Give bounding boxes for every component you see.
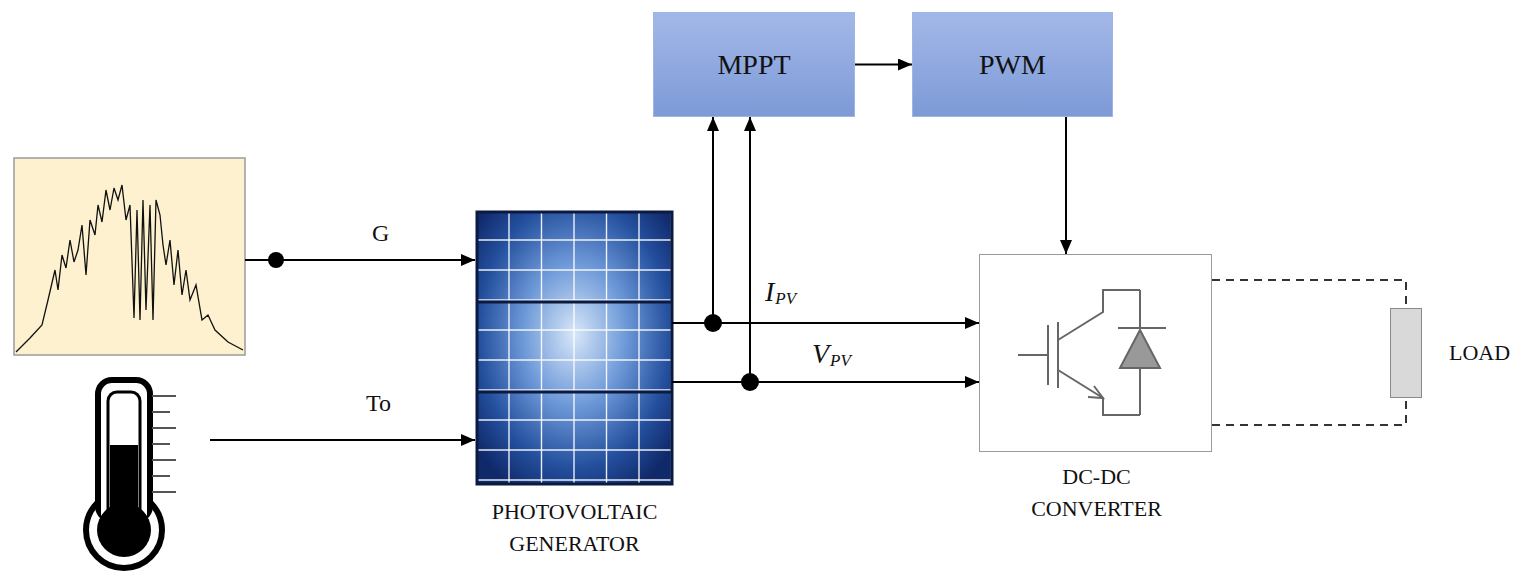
- dashed-wire: [1212, 280, 1406, 308]
- signal-arrow: [672, 117, 713, 323]
- node-label: PWM: [979, 49, 1046, 81]
- irradiance-wire: [245, 259, 475, 261]
- signal-arrow: [1065, 117, 1067, 254]
- pv-cell-line: [478, 449, 671, 450]
- pv-cell-line: [478, 239, 671, 240]
- pv-panel-frame: [477, 212, 672, 484]
- pv-cell-grid: [478, 213, 672, 483]
- pv-cell-line: [478, 299, 671, 300]
- pv-cell-line: [478, 419, 671, 420]
- pv-section-line: [478, 301, 671, 304]
- converter-box: DC-DC CONVERTER: [979, 254, 1212, 452]
- signal-arrow: [672, 322, 979, 324]
- irradiance-curve: [16, 185, 243, 352]
- node-caption: LOAD: [1449, 337, 1539, 369]
- signal-arrow: [672, 117, 750, 382]
- process-box: MPPT: [653, 12, 855, 117]
- pv-panel: [477, 212, 672, 484]
- node-label: MPPT: [717, 49, 790, 81]
- dashed-wire: [1212, 398, 1406, 425]
- pv-cell-line: [573, 213, 574, 483]
- thermometer-ticks: [152, 396, 176, 492]
- pv-cell-line: [478, 269, 671, 270]
- signal-label: IPV: [765, 278, 796, 307]
- node-caption: PHOTOVOLTAIC GENERATOR: [465, 496, 684, 560]
- pv-cell-line: [478, 389, 671, 390]
- process-box: PWM: [912, 12, 1113, 117]
- igbt-symbol: [1018, 290, 1166, 415]
- thermometer-mercury-bulb: [97, 503, 151, 557]
- pv-cell-line: [606, 213, 607, 483]
- pv-cell-line: [638, 213, 639, 483]
- pv-cell-line: [478, 329, 671, 330]
- temperature-wire: [210, 439, 475, 441]
- load-resistor: LOAD: [1390, 308, 1422, 398]
- signal-label: VPV: [812, 340, 851, 369]
- signal-name: To: [366, 390, 391, 417]
- node-caption: DC-DC CONVERTER: [998, 461, 1195, 525]
- irradiance-chart: [14, 158, 245, 355]
- pv-generator: PHOTOVOLTAIC GENERATOR: [477, 212, 672, 484]
- pv-cell-line: [478, 359, 671, 360]
- pv-cell-line: [541, 213, 542, 483]
- pv-section-line: [478, 391, 671, 394]
- pv-cell-line: [478, 479, 671, 480]
- pv-cell-line: [508, 213, 509, 483]
- signal-name: G: [372, 220, 389, 247]
- signal-arrow: [855, 64, 912, 66]
